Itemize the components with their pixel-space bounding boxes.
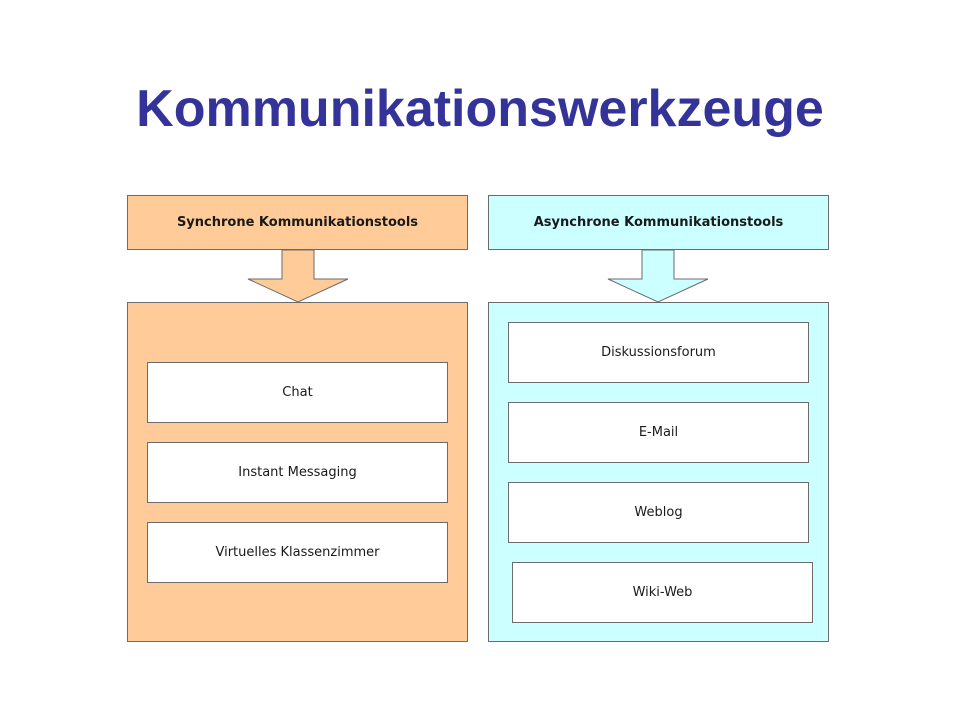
sync-down-arrow	[247, 249, 349, 303]
sync-item-virtual-classroom: Virtuelles Klassenzimmer	[147, 522, 448, 583]
sync-header-box: Synchrone Kommunikationstools	[127, 195, 468, 250]
async-item-discussion-forum: Diskussionsforum	[508, 322, 809, 383]
sync-item-instant-messaging: Instant Messaging	[147, 442, 448, 503]
async-item-wiki-web: Wiki-Web	[512, 562, 813, 623]
async-item-email: E-Mail	[508, 402, 809, 463]
async-item-weblog: Weblog	[508, 482, 809, 543]
slide-title: Kommunikationswerkzeuge	[136, 80, 824, 138]
async-header-box: Asynchrone Kommunikationstools	[488, 195, 829, 250]
sync-item-chat: Chat	[147, 362, 448, 423]
async-down-arrow	[607, 249, 709, 303]
